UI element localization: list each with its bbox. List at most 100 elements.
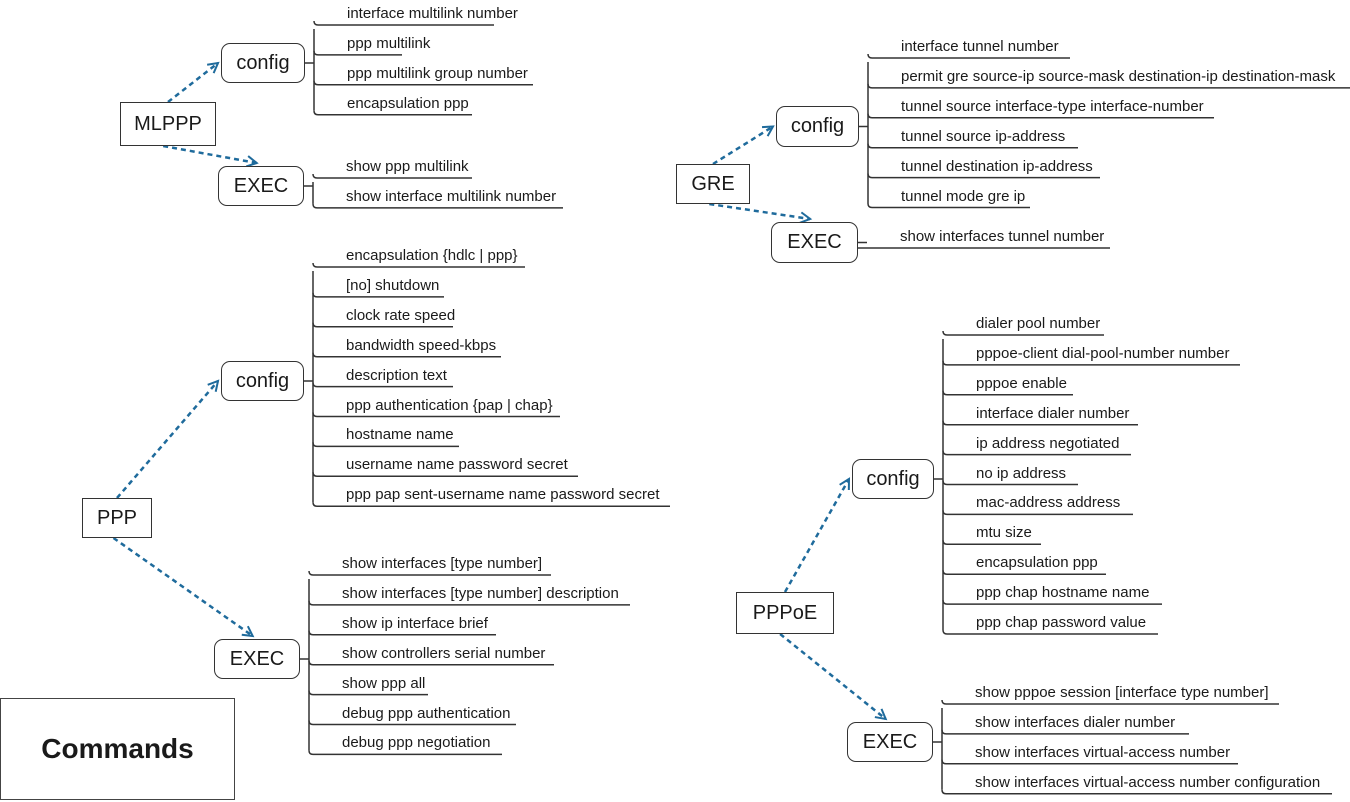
gre-exec-arrow [709, 202, 811, 221]
command-item: mac-address address [976, 494, 1121, 512]
pppoe-exec-arrow-head [874, 708, 888, 721]
command-underline [312, 352, 501, 358]
ppp-root-node: PPP [82, 498, 152, 538]
command-item: tunnel destination ip-address [901, 157, 1093, 175]
command-underline [312, 502, 670, 507]
commands-title: Commands [41, 733, 194, 764]
pppoe-root-node: PPPoE [736, 592, 834, 634]
ppp-exec-arrow-head [241, 625, 255, 638]
command-item: pppoe enable [976, 374, 1067, 392]
command-item: show ppp all [342, 674, 426, 692]
command-underline [313, 110, 472, 116]
command-underline [308, 600, 630, 606]
command-item: encapsulation ppp [976, 554, 1098, 572]
command-item: username name password secret [346, 456, 568, 474]
command-item: tunnel source ip-address [901, 127, 1066, 145]
command-item: show controllers serial number [342, 644, 546, 662]
command-underline [308, 570, 551, 576]
command-item: tunnel mode gre ip [901, 187, 1026, 205]
command-underline [308, 720, 516, 726]
ppp-exec-arrow [112, 536, 254, 638]
command-item: debug ppp authentication [342, 704, 511, 722]
mlppp-config-arrow [167, 62, 219, 103]
command-underline [312, 382, 453, 388]
command-item: mtu size [976, 524, 1032, 542]
command-item: clock rate speed [346, 306, 456, 324]
command-underline [313, 20, 494, 26]
pppoe-config-arrow-head [839, 477, 851, 491]
command-item: show interface multilink number [346, 187, 557, 205]
command-item: ppp multilink [347, 34, 431, 52]
gre-config-arrow [712, 125, 774, 166]
mlppp-exec-arrow [162, 144, 257, 165]
command-item: bandwidth speed-kbps [346, 336, 497, 354]
ppp-config-arrow [116, 380, 219, 499]
command-item: tunnel source interface-type interface-n… [901, 97, 1204, 115]
mlppp-config-arrow-head [206, 61, 220, 74]
command-item: permit gre source-ip source-mask destina… [901, 67, 1336, 85]
gre-exec-node: EXEC [771, 222, 858, 263]
ppp-exec-node: EXEC [214, 639, 300, 679]
command-item: description text [346, 366, 447, 384]
command-item: interface tunnel number [901, 38, 1059, 55]
command-underline [312, 412, 560, 418]
gre-exec-arrow-head [799, 211, 813, 224]
command-underline [867, 173, 1100, 179]
command-underline [867, 113, 1214, 119]
command-underline [941, 789, 1332, 795]
command-item: [no] shutdown [346, 276, 440, 294]
command-underline [942, 600, 1162, 605]
command-item: pppoe-client dial-pool-number number [976, 344, 1230, 362]
command-underline [312, 442, 459, 448]
command-underline [312, 203, 563, 209]
command-underline [312, 322, 453, 328]
command-underline [867, 83, 1350, 89]
mlppp-exec-arrow-head [245, 155, 259, 168]
command-underline [312, 472, 578, 478]
command-underline [942, 360, 1240, 366]
command-item: show interfaces virtual-access number [975, 743, 1231, 761]
mlppp-exec-node: EXEC [218, 166, 304, 206]
mlppp-config-node: config [221, 43, 305, 83]
command-underline [942, 450, 1131, 456]
command-item: ip address negotiated [976, 434, 1120, 452]
ppp-config-node: config [221, 361, 304, 401]
command-underline [308, 750, 502, 756]
command-underline [942, 420, 1138, 426]
command-item: show interfaces virtual-access number co… [975, 773, 1321, 791]
gre-config-arrow-head [761, 125, 775, 137]
command-underline [867, 53, 1070, 59]
command-item: interface multilink number [347, 5, 518, 22]
gre-root-node: GRE [676, 164, 750, 204]
pppoe-exec-arrow [779, 633, 887, 720]
command-underline [867, 143, 1078, 149]
command-underline [313, 50, 402, 56]
command-item: no ip address [976, 464, 1067, 482]
command-underline [942, 390, 1073, 396]
command-item: interface dialer number [976, 404, 1130, 422]
command-item: show interfaces [type number] [342, 555, 543, 572]
mlppp-root-node: MLPPP [120, 102, 216, 146]
command-item: ppp chap hostname name [976, 584, 1150, 602]
command-underline [941, 699, 1279, 705]
command-item: hostname name [346, 426, 454, 444]
command-item: show pppoe session [interface type numbe… [975, 684, 1269, 701]
command-underline [942, 570, 1106, 575]
pppoe-config-arrow [783, 478, 851, 593]
commands-title-box: Commands [0, 698, 235, 800]
command-underline [941, 759, 1238, 765]
command-underline [942, 510, 1133, 516]
command-underline [942, 629, 1158, 635]
pppoe-config-node: config [852, 459, 934, 499]
command-item: show interfaces [type number] descriptio… [342, 584, 619, 602]
command-item: ppp chap password value [976, 614, 1147, 631]
gre-config-node: config [776, 106, 859, 147]
command-underline [941, 729, 1189, 735]
command-item: encapsulation ppp [347, 94, 469, 112]
command-item: ppp authentication {pap | chap} [346, 396, 553, 414]
command-underline [942, 330, 1104, 336]
command-underline [312, 173, 472, 179]
command-item: ppp multilink group number [347, 64, 528, 82]
command-item: ppp pap sent-username name password secr… [346, 486, 660, 504]
